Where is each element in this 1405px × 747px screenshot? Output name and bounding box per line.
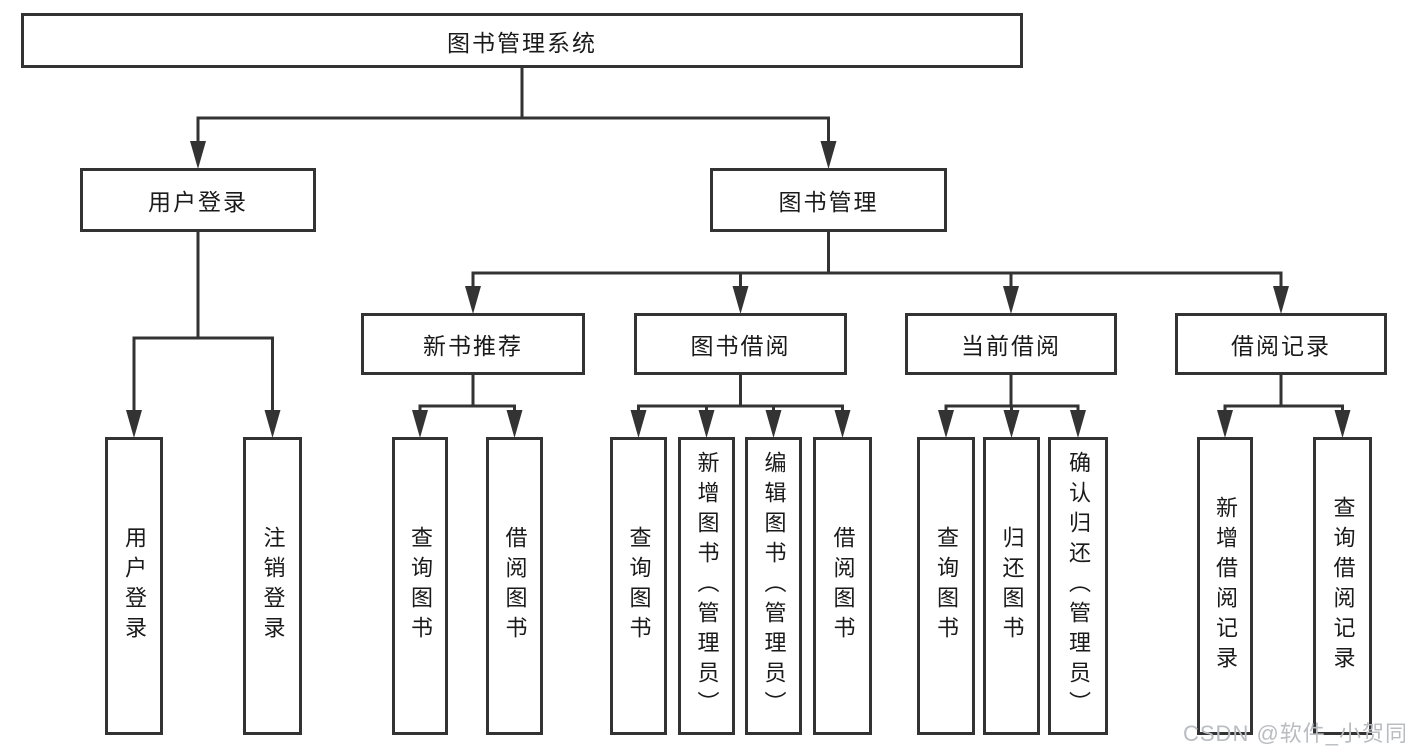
node-recommend-query-book: 查询图书 [392, 437, 448, 735]
arrowhead-icon [630, 410, 647, 438]
arrowhead-icon [412, 410, 428, 438]
arrowhead-icon [732, 286, 749, 314]
arrowhead-icon [465, 286, 481, 314]
arrowhead-icon [506, 410, 523, 438]
node-label: 编辑图书（管理员） [761, 451, 787, 721]
arrowhead-icon [1070, 410, 1086, 438]
node-borrow-edit-book: 编辑图书（管理员） [745, 437, 802, 735]
node-borrow-borrow-book: 借阅图书 [813, 437, 872, 735]
node-login: 用户登录 [105, 437, 163, 735]
arrowhead-icon [698, 410, 715, 438]
node-label: 借阅图书 [502, 526, 528, 646]
node-borrow-add-book: 新增图书（管理员） [678, 437, 735, 735]
node-system: 图书管理系统 [21, 13, 1023, 68]
arrowhead-icon [190, 141, 206, 169]
arrowhead-icon [264, 410, 281, 438]
csdn-watermark: CSDN @软件_小贺同学 [1183, 721, 1405, 746]
node-label: 注销登录 [260, 526, 286, 646]
node-recommend-borrow-book: 借阅图书 [486, 437, 543, 735]
node-label: 确认归还（管理员） [1066, 451, 1091, 721]
arrowhead-icon [1003, 286, 1019, 314]
arrowhead-icon [1003, 410, 1020, 438]
arrowhead-icon [938, 410, 954, 438]
node-label: 借阅记录 [1231, 333, 1331, 359]
node-label: 查询借阅记录 [1330, 496, 1356, 676]
node-logout: 注销登录 [243, 437, 302, 735]
node-label: 查询图书 [408, 526, 433, 646]
node-current-return-book: 归还图书 [983, 437, 1040, 735]
node-record-query: 查询借阅记录 [1313, 437, 1372, 735]
node-record-add: 新增借阅记录 [1197, 437, 1253, 735]
arrowhead-icon [765, 410, 782, 438]
node-new-book-recommend: 新书推荐 [361, 313, 585, 375]
node-book-management: 图书管理 [710, 168, 947, 232]
node-borrow-record: 借阅记录 [1175, 313, 1387, 375]
node-label: 新增借阅记录 [1213, 496, 1238, 676]
node-label: 新增图书（管理员） [694, 451, 720, 721]
node-label: 借阅图书 [830, 526, 856, 646]
node-label: 用户登录 [148, 189, 248, 215]
node-label: 图书管理系统 [447, 29, 597, 56]
node-label: 查询图书 [934, 526, 959, 646]
node-label: 当前借阅 [961, 333, 1061, 359]
node-current-borrow: 当前借阅 [905, 313, 1117, 375]
arrowhead-icon [834, 410, 851, 438]
arrowhead-icon [126, 410, 142, 438]
node-current-query-book: 查询图书 [917, 437, 975, 735]
node-label: 新书推荐 [423, 333, 523, 359]
node-user-login: 用户登录 [80, 168, 316, 232]
node-label: 用户登录 [122, 526, 147, 646]
node-label: 查询图书 [626, 526, 652, 646]
node-label: 归还图书 [999, 526, 1025, 646]
node-label: 图书借阅 [690, 333, 791, 359]
arrowhead-icon [1334, 410, 1351, 438]
arrowhead-icon [1217, 410, 1233, 438]
node-label: 图书管理 [778, 189, 879, 215]
arrowhead-icon [820, 141, 837, 169]
node-borrow-query-book: 查询图书 [610, 437, 667, 735]
arrowhead-icon [1273, 286, 1289, 314]
node-book-borrow: 图书借阅 [634, 313, 847, 375]
node-current-confirm-return: 确认归还（管理员） [1048, 437, 1108, 735]
